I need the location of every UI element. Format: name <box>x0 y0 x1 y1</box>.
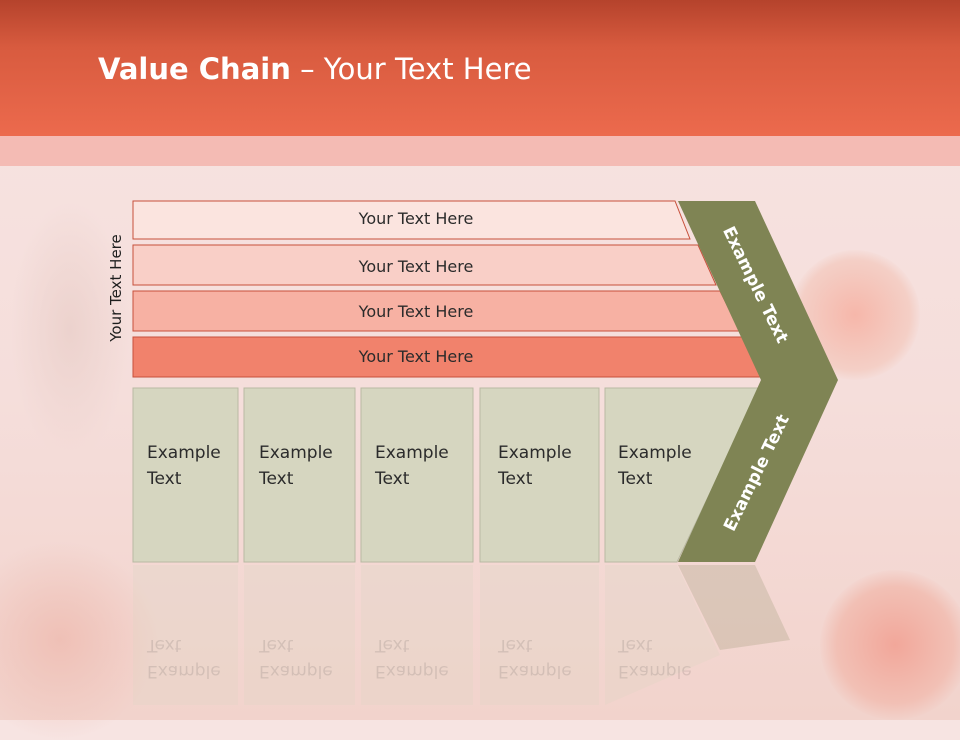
box-4 <box>479 387 600 563</box>
reflection-line: Example <box>375 661 449 681</box>
reflection-line: Text <box>147 635 182 655</box>
box-reflection <box>244 565 355 705</box>
box-label-line: Example <box>147 443 221 463</box>
bar-2 <box>132 244 717 286</box>
title-rest: – Your Text Here <box>290 52 532 86</box>
title-bar <box>0 0 960 136</box>
box-reflection <box>133 565 238 705</box>
box-label-line: Example <box>259 443 333 463</box>
box-label-reflection: Example Text <box>147 632 221 684</box>
box-label-reflection: Example Text <box>259 632 333 684</box>
bar-1 <box>132 200 691 240</box>
reflection-line: Example <box>498 661 572 681</box>
reflection-line: Text <box>618 635 653 655</box>
bar-label-1: Your Text Here <box>358 209 474 228</box>
reflection-line: Text <box>259 635 294 655</box>
box-label-line: Text <box>375 469 410 489</box>
box-label-line: Text <box>498 469 533 489</box>
value-chain-diagram <box>132 200 838 705</box>
chevron-arrow <box>678 201 838 562</box>
box-label-line: Text <box>618 469 653 489</box>
chevron-reflection <box>678 565 790 650</box>
box-label-reflection: Example Text <box>498 632 572 684</box>
box-reflection <box>480 565 599 705</box>
box-label-line: Example <box>618 443 692 463</box>
box-label-reflection: Example Text <box>375 632 449 684</box>
background-swirl <box>10 200 130 460</box>
background-flower <box>0 540 160 740</box>
reflection-line: Example <box>147 661 221 681</box>
reflection-line: Example <box>618 661 692 681</box>
box-reflection <box>361 565 473 705</box>
reflection-line: Example <box>259 661 333 681</box>
box-5 <box>604 387 761 563</box>
bar-label-4: Your Text Here <box>358 347 474 366</box>
title-bold: Value Chain <box>98 52 291 86</box>
box-3 <box>360 387 474 563</box>
box-label-line: Example <box>375 443 449 463</box>
reflection-line: Text <box>375 635 410 655</box>
bar-label-2: Your Text Here <box>358 257 474 276</box>
box-reflection <box>605 565 720 705</box>
box-1 <box>132 387 239 563</box>
bar-label-3: Your Text Here <box>358 302 474 321</box>
box-label-line: Example <box>498 443 572 463</box>
slide-title: Value Chain – Your Text Here <box>98 52 532 86</box>
box-label-line: Text <box>147 469 182 489</box>
box-label-reflection: Example Text <box>618 632 692 684</box>
reflection-line: Text <box>498 635 533 655</box>
title-underline-band <box>0 136 960 166</box>
box-label-line: Text <box>259 469 294 489</box>
box-2 <box>243 387 356 563</box>
background-flower <box>820 570 960 720</box>
